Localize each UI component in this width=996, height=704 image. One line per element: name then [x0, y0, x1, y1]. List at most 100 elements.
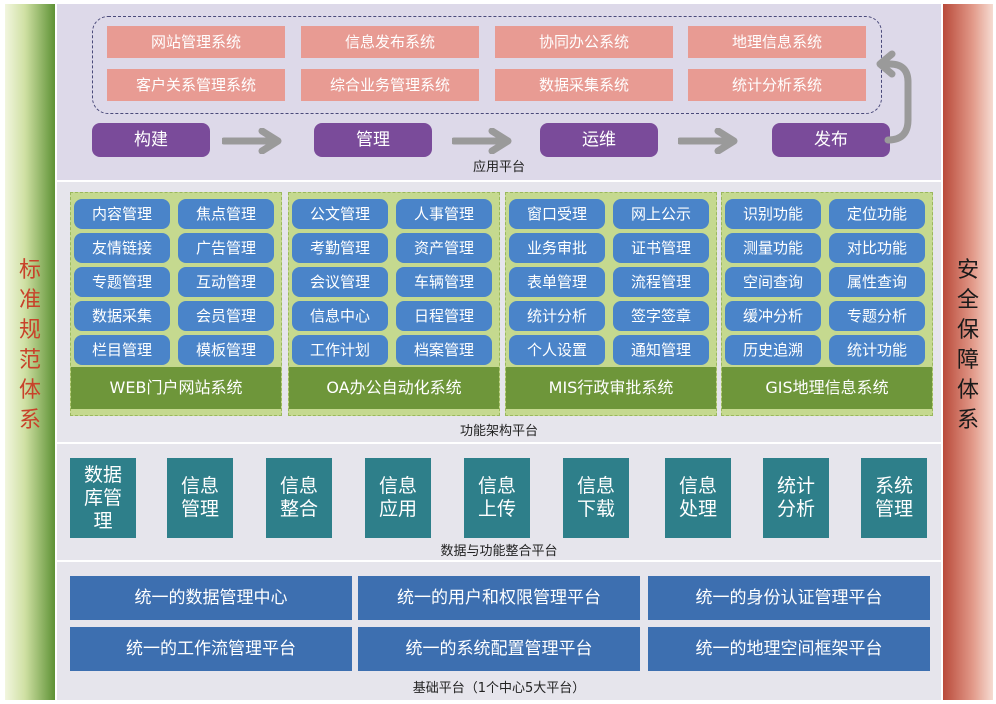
right-arrow-icon [678, 128, 738, 154]
integration-tile-label: 信息 处理 [678, 475, 717, 520]
function-item: 个人设置 [509, 335, 605, 365]
function-group-title: MIS行政审批系统 [506, 367, 716, 409]
function-item: 缓冲分析 [725, 301, 821, 331]
function-group: 公文管理 人事管理 考勤管理 资产管理 会议管理 车辆管理 信息中心 日程管理 … [288, 192, 500, 416]
base-platform-item: 统一的用户和权限管理平台 [358, 576, 640, 620]
function-item: 测量功能 [725, 233, 821, 263]
function-item: 流程管理 [613, 267, 709, 297]
integration-tile-label: 信息 整合 [279, 475, 318, 520]
function-item: 模板管理 [178, 335, 274, 365]
base-platform-item: 统一的地理空间框架平台 [648, 627, 930, 671]
side-left-char: 系 [18, 408, 41, 433]
side-left-char: 规 [18, 318, 41, 343]
app-system-box: 综合业务管理系统 [301, 69, 479, 101]
app-system-box: 客户关系管理系统 [107, 69, 285, 101]
function-group-title: GIS地理信息系统 [722, 367, 932, 409]
function-item: 空间查询 [725, 267, 821, 297]
function-item: 信息中心 [292, 301, 388, 331]
function-group-title: OA办公自动化系统 [289, 367, 499, 409]
app-system-box: 数据采集系统 [495, 69, 673, 101]
integration-tile-label: 信息 管理 [180, 475, 219, 520]
function-item: 考勤管理 [292, 233, 388, 263]
function-item: 定位功能 [829, 199, 925, 229]
app-system-box: 信息发布系统 [301, 26, 479, 58]
integration-tile: 信息 管理 [167, 458, 233, 538]
function-item: 统计功能 [829, 335, 925, 365]
app-system-box: 协同办公系统 [495, 26, 673, 58]
function-group: 内容管理 焦点管理 友情链接 广告管理 专题管理 互动管理 数据采集 会员管理 … [70, 192, 282, 416]
function-item: 车辆管理 [396, 267, 492, 297]
function-item: 数据采集 [74, 301, 170, 331]
integration-tile: 数据 库管 理 [70, 458, 136, 538]
side-left-char: 准 [18, 288, 41, 313]
side-right-char: 体 [956, 378, 979, 403]
phase-build: 构建 [92, 123, 210, 157]
side-right-char: 系 [956, 408, 979, 433]
function-item: 档案管理 [396, 335, 492, 365]
base-platform-title: 基础平台（1个中心5大平台） [412, 681, 586, 696]
side-left-char: 体 [18, 378, 41, 403]
integration-tile: 信息 处理 [665, 458, 731, 538]
function-item: 公文管理 [292, 199, 388, 229]
side-left-char: 标 [18, 258, 41, 283]
phase-operate: 运维 [540, 123, 658, 157]
function-item: 友情链接 [74, 233, 170, 263]
integration-tile: 信息 下载 [563, 458, 629, 538]
function-item: 日程管理 [396, 301, 492, 331]
side-right-char: 保 [956, 318, 979, 343]
integration-tile: 信息 上传 [464, 458, 530, 538]
base-platform-item: 统一的工作流管理平台 [70, 627, 352, 671]
function-item: 识别功能 [725, 199, 821, 229]
integration-tile: 信息 整合 [266, 458, 332, 538]
function-item: 通知管理 [613, 335, 709, 365]
app-system-box: 网站管理系统 [107, 26, 285, 58]
function-item: 专题分析 [829, 301, 925, 331]
function-item: 对比功能 [829, 233, 925, 263]
loop-back-arrow-icon [876, 50, 912, 144]
function-item: 互动管理 [178, 267, 274, 297]
side-right-char: 障 [956, 348, 979, 373]
function-group: 识别功能 定位功能 测量功能 对比功能 空间查询 属性查询 缓冲分析 专题分析 … [721, 192, 933, 416]
function-item: 内容管理 [74, 199, 170, 229]
side-right-char: 安 [956, 258, 979, 283]
function-item: 会员管理 [178, 301, 274, 331]
standard-system-bar: 标 准 规 范 体 系 [5, 4, 55, 700]
function-item: 业务审批 [509, 233, 605, 263]
security-system-bar: 安 全 保 障 体 系 [943, 4, 993, 700]
base-platform-item: 统一的数据管理中心 [70, 576, 352, 620]
function-item: 广告管理 [178, 233, 274, 263]
function-item: 人事管理 [396, 199, 492, 229]
application-platform-title: 应用平台 [472, 160, 525, 175]
side-left-char: 范 [18, 348, 41, 373]
function-item: 证书管理 [613, 233, 709, 263]
app-system-box: 统计分析系统 [688, 69, 866, 101]
integration-tile-label: 信息 下载 [576, 475, 615, 520]
integration-tile-label: 统计 分析 [776, 475, 815, 520]
phase-manage: 管理 [314, 123, 432, 157]
function-group-title: WEB门户网站系统 [71, 367, 281, 409]
function-item: 表单管理 [509, 267, 605, 297]
function-item: 属性查询 [829, 267, 925, 297]
integration-tile-label: 信息 上传 [477, 475, 516, 520]
function-item: 签字签章 [613, 301, 709, 331]
function-item: 网上公示 [613, 199, 709, 229]
side-right-char: 全 [956, 288, 979, 313]
right-arrow-icon [222, 128, 282, 154]
function-item: 栏目管理 [74, 335, 170, 365]
function-item: 统计分析 [509, 301, 605, 331]
integration-tile: 统计 分析 [763, 458, 829, 538]
integration-tile: 系统 管理 [861, 458, 927, 538]
base-platform-item: 统一的身份认证管理平台 [648, 576, 930, 620]
function-item: 会议管理 [292, 267, 388, 297]
function-item: 历史追溯 [725, 335, 821, 365]
app-system-box: 地理信息系统 [688, 26, 866, 58]
function-item: 窗口受理 [509, 199, 605, 229]
integration-tile-label: 信息 应用 [378, 475, 417, 520]
integration-tile-label: 数据 库管 理 [83, 463, 122, 532]
integration-platform-title: 数据与功能整合平台 [440, 544, 558, 559]
right-arrow-icon [452, 128, 512, 154]
base-platform-item: 统一的系统配置管理平台 [358, 627, 640, 671]
function-item: 工作计划 [292, 335, 388, 365]
integration-tile-label: 系统 管理 [874, 475, 913, 520]
integration-tile: 信息 应用 [365, 458, 431, 538]
